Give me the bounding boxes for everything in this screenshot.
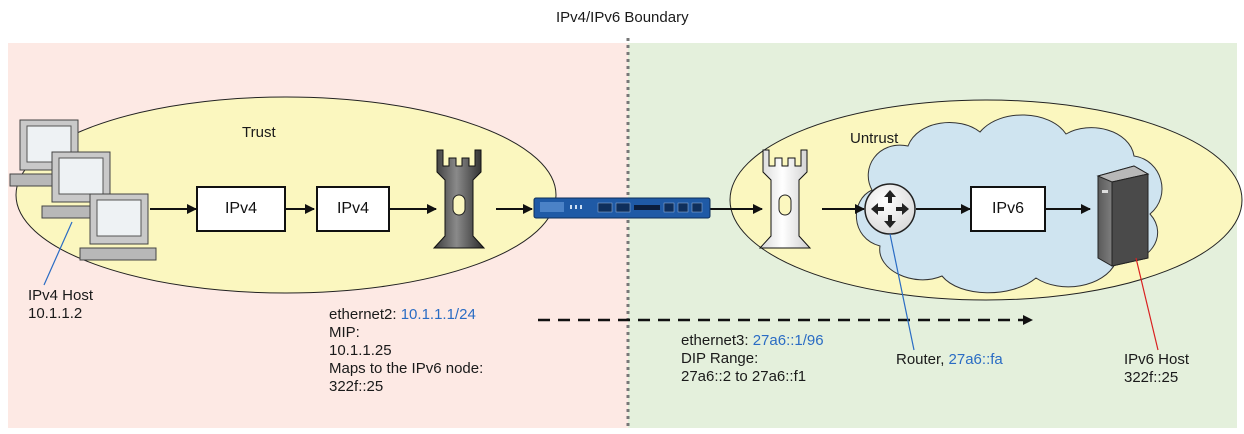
desktop-computer-icon bbox=[79, 193, 157, 261]
ipv4-packet-box: IPv4 bbox=[316, 186, 390, 232]
server-tower-icon bbox=[1096, 165, 1150, 267]
ipv4-host-callout-line bbox=[43, 221, 73, 286]
tower-firewall-icon bbox=[432, 149, 486, 249]
mip-value: 10.1.1.25 bbox=[329, 342, 392, 359]
dip-range-label: DIP Range: bbox=[681, 350, 759, 367]
ipv4-packet-box: IPv4 bbox=[196, 186, 286, 232]
ipv6-host-title: IPv6 Host bbox=[1124, 351, 1190, 368]
tower-firewall-icon bbox=[758, 149, 812, 249]
trust-zone-label: Trust bbox=[242, 124, 276, 141]
ethernet2-info: ethernet2: 10.1.1.1/24 MIP: 10.1.1.25 Ma… bbox=[329, 306, 483, 396]
ethernet2-address: 10.1.1.1/24 bbox=[400, 306, 476, 323]
maps-value: 322f::25 bbox=[329, 378, 384, 395]
untrust-zone-label: Untrust bbox=[850, 130, 899, 147]
desktop-computer-icon bbox=[9, 119, 87, 187]
mip-label: MIP: bbox=[329, 324, 360, 341]
ethernet2-prefix: ethernet2: bbox=[329, 306, 401, 323]
router-callout-line bbox=[889, 233, 915, 351]
router-label: Router, 27a6::fa bbox=[896, 351, 1003, 369]
ethernet3-address: 27a6::1/96 bbox=[752, 332, 824, 349]
ipv6-packet-box: IPv6 bbox=[970, 186, 1046, 232]
ethernet3-prefix: ethernet3: bbox=[681, 332, 753, 349]
ipv4-host-title: IPv4 Host bbox=[28, 287, 94, 304]
router-prefix: Router, bbox=[896, 351, 949, 368]
ipv6-host-address: 322f::25 bbox=[1124, 369, 1179, 386]
ipv4-host-address: 10.1.1.2 bbox=[28, 305, 83, 322]
ipv4-host-label: IPv4 Host 10.1.1.2 bbox=[28, 287, 93, 323]
ipv6-host-callout-line bbox=[1135, 257, 1159, 351]
boundary-title: IPv4/IPv6 Boundary bbox=[556, 9, 689, 26]
router-icon bbox=[864, 183, 916, 235]
router-address: 27a6::fa bbox=[948, 351, 1003, 368]
dip-range-value: 27a6::2 to 27a6::f1 bbox=[681, 368, 807, 385]
maps-label: Maps to the IPv6 node: bbox=[329, 360, 484, 377]
ethernet3-info: ethernet3: 27a6::1/96 DIP Range: 27a6::2… bbox=[681, 332, 824, 386]
trust-ellipse bbox=[15, 96, 557, 294]
ipv6-host-label: IPv6 Host 322f::25 bbox=[1124, 351, 1189, 387]
security-appliance-icon bbox=[533, 197, 711, 219]
